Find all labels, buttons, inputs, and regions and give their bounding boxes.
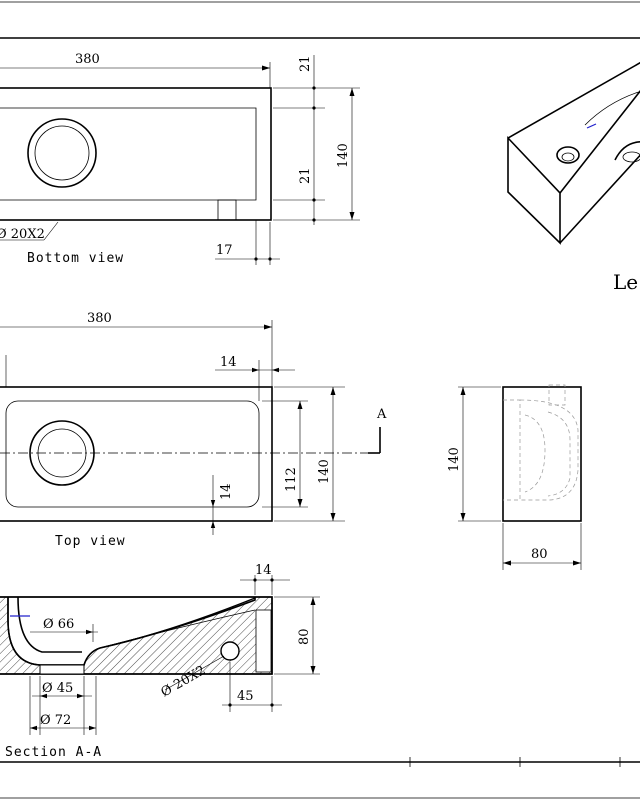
section-height-dim: 80 <box>297 628 312 645</box>
iso-view: Le <box>507 61 640 294</box>
side-view: 140 80 <box>447 384 582 570</box>
bottom-view-caption: Bottom view <box>27 251 124 266</box>
bottom-height-dim: 140 <box>336 143 351 168</box>
section-drain-dim: Ø 45 <box>42 681 73 696</box>
section-outer-dim: Ø 72 <box>40 713 71 728</box>
top-view: A 380 14 112 140 14 Top view <box>0 311 387 549</box>
section-rim-dim: 14 <box>255 563 272 578</box>
top-inner-dim: 112 <box>284 467 299 492</box>
section-marker-a: A <box>376 407 387 422</box>
side-height-dim: 140 <box>447 447 462 472</box>
bottom-bottom-offset-dim: 21 <box>298 167 313 184</box>
section-view-caption: Section A-A <box>5 745 102 760</box>
bottom-hole-label: Ø 20X2 <box>0 227 45 242</box>
bottom-top-offset-dim: 21 <box>298 55 313 72</box>
section-bowl-dim: Ø 66 <box>43 617 74 632</box>
bottom-view: 380 21 21 140 17 Ø 20X2 Bottom view <box>0 52 360 266</box>
top-view-caption: Top view <box>55 534 126 549</box>
bottom-width-dim: 380 <box>75 52 100 67</box>
top-width-dim: 380 <box>87 311 112 326</box>
top-height-dim: 140 <box>317 459 332 484</box>
bottom-foot-dim: 17 <box>216 243 233 258</box>
iso-view-caption: Le <box>613 270 638 294</box>
top-rim-dim: 14 <box>220 355 237 370</box>
top-bottom-rim-dim: 14 <box>219 483 234 500</box>
section-hole-offset-dim: 45 <box>237 689 254 704</box>
side-depth-dim: 80 <box>531 547 548 562</box>
section-view: 14 80 Ø 66 Ø 45 Ø 72 Ø 20X2 <box>0 563 320 760</box>
